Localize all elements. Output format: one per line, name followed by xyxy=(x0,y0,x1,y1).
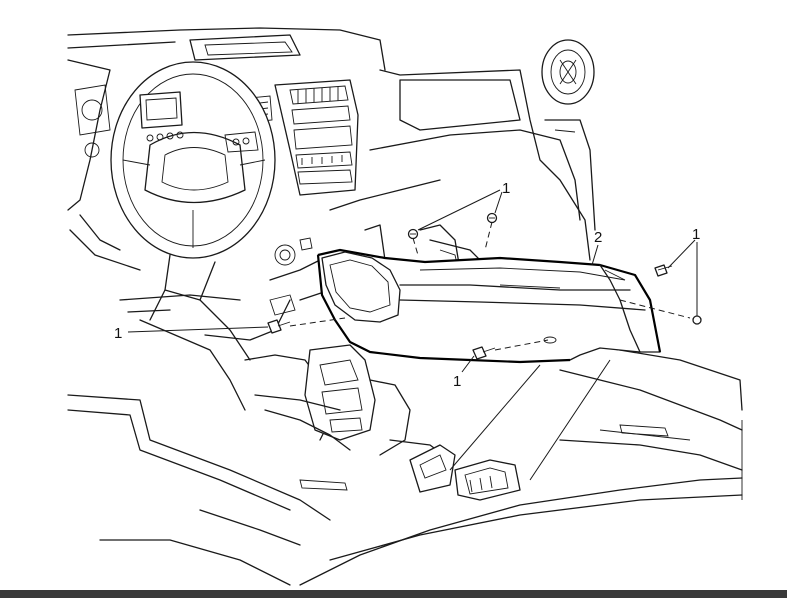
rear-brackets xyxy=(409,444,521,501)
screw-bottom xyxy=(472,346,496,360)
install-paths xyxy=(289,221,691,351)
callout-leaders xyxy=(127,189,698,373)
bottom-bar xyxy=(0,590,787,598)
shifter-mechanism xyxy=(244,324,451,461)
steering-wheel xyxy=(110,61,276,361)
callout-screw-left: 1 xyxy=(114,325,122,342)
center-console xyxy=(316,248,662,364)
guide-lines xyxy=(449,359,611,481)
screw-left xyxy=(267,319,291,334)
screw-top-right xyxy=(486,212,498,224)
callout-screw-bottom: 1 xyxy=(453,373,461,390)
screw-right-lower xyxy=(692,315,702,325)
callout-console: 2 xyxy=(594,229,602,246)
floor-outline xyxy=(67,344,743,586)
callout-screw-right: 1 xyxy=(692,226,700,243)
screw-top-left xyxy=(407,228,419,240)
callout-screw-top: 1 xyxy=(502,180,510,197)
dashboard-outline xyxy=(67,27,596,271)
